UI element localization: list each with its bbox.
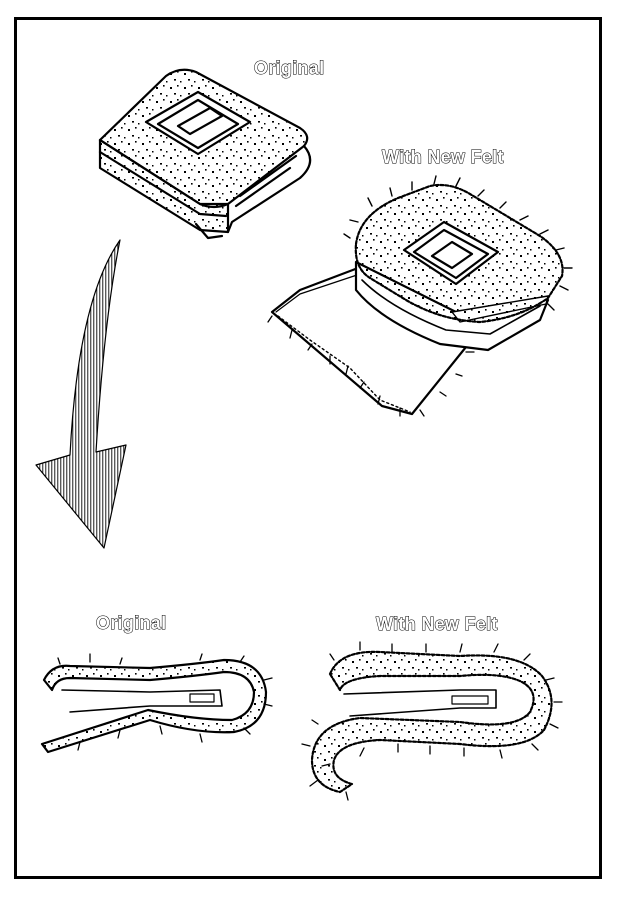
original-cross-section [40, 653, 273, 754]
original-felt-assembly [98, 68, 312, 240]
curved-arrow-icon [35, 239, 127, 549]
top-new-felt-label: With New Felt [382, 147, 504, 168]
new-felt-cross-section [301, 641, 563, 801]
bottom-original-label: Original [95, 613, 167, 634]
new-felt-assembly [267, 175, 573, 417]
figure-frame [14, 17, 602, 879]
bottom-new-felt-label: With New Felt [376, 614, 498, 635]
top-original-label: Original [253, 58, 325, 79]
